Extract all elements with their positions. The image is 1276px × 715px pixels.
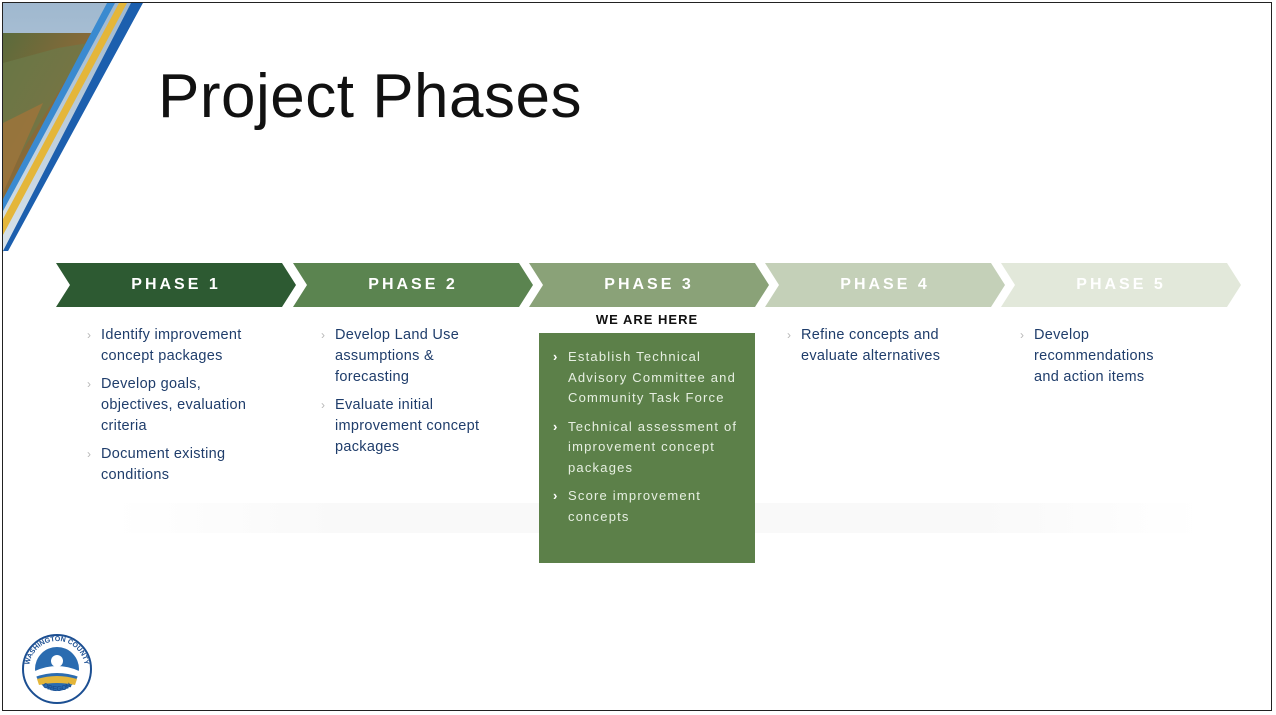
- list-item: ›Evaluate initial improvement concept pa…: [321, 397, 480, 455]
- list-item: ›Document existing conditions: [87, 446, 226, 483]
- list-item: ›Develop Land Use assumptions & forecast…: [321, 327, 460, 385]
- phase-3-label: PHASE 3: [604, 276, 694, 293]
- chevron-right-icon: ›: [321, 328, 326, 342]
- phase-1-chevron: PHASE 1: [56, 263, 296, 307]
- phase-5-label: PHASE 5: [1076, 276, 1166, 293]
- phase-3-chevron: PHASE 3: [529, 263, 769, 307]
- chevron-right-icon: ›: [553, 349, 559, 364]
- chevron-right-icon: ›: [1020, 328, 1025, 342]
- phase-1-label: PHASE 1: [131, 276, 221, 293]
- list-item: ›Identify improvement concept packages: [87, 327, 242, 364]
- phase-4-chevron: PHASE 4: [765, 263, 1005, 307]
- phase-4-label: PHASE 4: [840, 276, 930, 293]
- current-phase-label: WE ARE HERE: [595, 312, 699, 327]
- phase-4-tasks: ›Refine concepts and evaluate alternativ…: [787, 325, 967, 374]
- phase-1-tasks: ›Identify improvement concept packages ›…: [87, 325, 272, 493]
- county-seal-logo: WASHINGTON COUNTY OREGON: [22, 634, 92, 704]
- list-item: ›Score improvement concepts: [553, 488, 702, 524]
- chevron-right-icon: ›: [321, 398, 326, 412]
- phase-2-tasks: ›Develop Land Use assumptions & forecast…: [321, 325, 491, 465]
- chevron-right-icon: ›: [787, 328, 792, 342]
- chevron-right-icon: ›: [87, 447, 92, 461]
- chevron-right-icon: ›: [553, 418, 559, 434]
- list-item: ›Develop recommendations and action item…: [1020, 327, 1154, 385]
- chevron-right-icon: ›: [87, 377, 92, 391]
- list-item: ›Establish Technical Advisory Committee …: [553, 349, 737, 405]
- chevron-right-icon: ›: [553, 488, 559, 503]
- phase-2-chevron: PHASE 2: [293, 263, 533, 307]
- list-item: ›Refine concepts and evaluate alternativ…: [787, 327, 941, 364]
- phase-5-tasks: ›Develop recommendations and action item…: [1020, 325, 1180, 395]
- phase-3-tasks: ›Establish Technical Advisory Committee …: [539, 333, 755, 563]
- phase-timeline: PHASE 1 PHASE 2 PHASE 3 PHASE 4 PHASE 5: [3, 263, 1271, 307]
- list-item: ›Develop goals, objectives, evaluation c…: [87, 376, 247, 434]
- chevron-right-icon: ›: [87, 328, 92, 342]
- header-photo-banner: [3, 3, 149, 253]
- svg-text:OREGON: OREGON: [41, 682, 72, 693]
- phase-5-chevron: PHASE 5: [1001, 263, 1241, 307]
- list-item: ›Technical assessment of improvement con…: [553, 418, 738, 475]
- phase-2-label: PHASE 2: [368, 276, 458, 293]
- slide-title: Project Phases: [158, 62, 582, 131]
